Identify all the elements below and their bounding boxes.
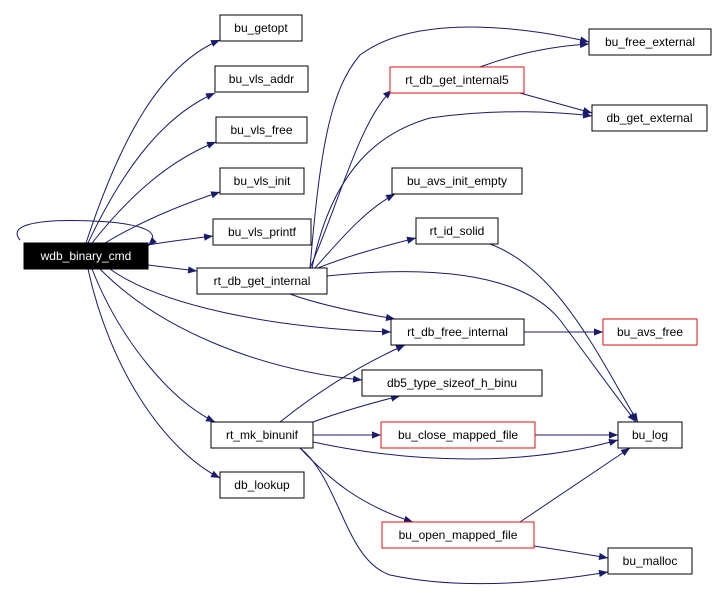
edge-rt_db_get_internal5-to-db_get_external xyxy=(519,92,593,115)
edge-rt_mk_binunif-to-bu_log xyxy=(312,438,619,460)
node-box xyxy=(361,369,543,397)
edge-wdb_binary_cmd-to-db_lookup xyxy=(87,268,221,479)
edge-rt_mk_binunif-to-db5_type_sizeof_h_binu xyxy=(312,394,401,423)
node-box xyxy=(389,66,525,94)
node-box xyxy=(588,28,712,56)
edge-rt_id_solid-to-bu_log xyxy=(489,243,639,423)
node-bu_malloc[interactable]: bu_malloc xyxy=(607,547,693,575)
node-bu_avs_init_empty[interactable]: bu_avs_init_empty xyxy=(391,167,523,195)
edges-layer xyxy=(16,26,639,585)
node-db5_type_sizeof_h_binu[interactable]: db5_type_sizeof_h_binu xyxy=(361,369,543,397)
node-label: rt_db_get_internal xyxy=(214,274,311,288)
edge-rt_db_get_internal-to-rt_db_get_internal5 xyxy=(309,89,393,269)
node-box xyxy=(215,116,308,144)
node-label: bu_malloc xyxy=(623,554,678,568)
node-label: rt_db_get_internal5 xyxy=(405,73,509,87)
node-rt_db_free_internal[interactable]: rt_db_free_internal xyxy=(390,318,525,346)
node-label: bu_open_mapped_file xyxy=(399,528,518,542)
node-rt_id_solid[interactable]: rt_id_solid xyxy=(415,217,499,245)
edge-rt_mk_binunif-to-bu_malloc xyxy=(299,447,609,585)
node-label: rt_mk_binunif xyxy=(226,428,299,442)
node-box xyxy=(219,14,303,42)
edge-rt_db_get_internal-to-bu_free_external xyxy=(309,26,590,269)
node-bu_vls_addr[interactable]: bu_vls_addr xyxy=(214,65,309,93)
node-label: bu_vls_printf xyxy=(228,225,297,239)
node-wdb_binary_cmd[interactable]: wdb_binary_cmd xyxy=(23,242,149,270)
node-box xyxy=(607,547,693,575)
nodes-layer: wdb_binary_cmd bu_getopt bu_vls_addr bu_vls… xyxy=(23,14,712,575)
edge-wdb_binary_cmd-to-bu_getopt xyxy=(85,39,221,244)
node-db_get_external[interactable]: db_get_external xyxy=(591,104,708,132)
edge-rt_db_get_internal-to-rt_db_free_internal xyxy=(289,293,396,322)
node-rt_db_get_internal[interactable]: rt_db_get_internal xyxy=(196,267,328,295)
node-label: bu_free_external xyxy=(605,35,695,49)
node-box xyxy=(196,267,328,295)
edge-wdb_binary_cmd-to-bu_vls_printf xyxy=(147,233,214,246)
node-box xyxy=(591,104,708,132)
node-box xyxy=(23,242,149,270)
node-label: bu_log xyxy=(632,428,668,442)
node-bu_vls_free[interactable]: bu_vls_free xyxy=(215,116,308,144)
node-bu_open_mapped_file[interactable]: bu_open_mapped_file xyxy=(381,521,535,549)
edge-wdb_binary_cmd-to-bu_vls_addr xyxy=(87,92,216,244)
node-box xyxy=(212,218,312,246)
edge-rt_db_get_internal-to-bu_log xyxy=(326,271,637,423)
node-box xyxy=(219,167,305,195)
node-db_lookup[interactable]: db_lookup xyxy=(219,471,305,499)
node-bu_vls_init[interactable]: bu_vls_init xyxy=(219,167,305,195)
node-box xyxy=(214,65,309,93)
node-label: db_lookup xyxy=(234,478,290,492)
node-bu_vls_printf[interactable]: bu_vls_printf xyxy=(212,218,312,246)
node-box xyxy=(390,318,525,346)
node-box xyxy=(415,217,499,245)
node-bu_close_mapped_file[interactable]: bu_close_mapped_file xyxy=(380,421,536,449)
node-box xyxy=(602,318,698,346)
node-label: bu_vls_addr xyxy=(229,72,294,86)
node-bu_getopt[interactable]: bu_getopt xyxy=(219,14,303,42)
node-label: bu_vls_free xyxy=(230,123,292,137)
node-box xyxy=(219,471,305,499)
edge-wdb_binary_cmd-to-rt_mk_binunif xyxy=(91,268,216,423)
edge-wdb_binary_cmd-to-bu_vls_init xyxy=(104,191,221,244)
node-label: rt_id_solid xyxy=(430,224,485,238)
edge-rt_db_get_internal5-to-bu_free_external xyxy=(479,40,590,68)
edge-wdb_binary_cmd-to-db5_type_sizeof_h_binu xyxy=(99,268,363,383)
node-rt_db_get_internal5[interactable]: rt_db_get_internal5 xyxy=(389,66,525,94)
node-label: rt_db_free_internal xyxy=(407,325,508,339)
node-label: db5_type_sizeof_h_binu xyxy=(387,376,517,390)
node-label: bu_getopt xyxy=(234,21,288,35)
node-box xyxy=(380,421,536,449)
edge-wdb_binary_cmd-to-rt_db_get_internal xyxy=(147,264,198,274)
edge-rt_db_get_internal-to-bu_avs_init_empty xyxy=(314,193,396,269)
edge-rt_db_get_internal-to-db_get_external xyxy=(311,111,593,269)
node-label: bu_close_mapped_file xyxy=(398,428,518,442)
edge-bu_open_mapped_file-to-bu_malloc xyxy=(533,545,609,561)
node-box xyxy=(210,421,314,449)
edge-wdb_binary_cmd-to-wdb_binary_cmd xyxy=(16,220,157,247)
node-rt_mk_binunif[interactable]: rt_mk_binunif xyxy=(210,421,314,449)
node-bu_log[interactable]: bu_log xyxy=(617,421,683,449)
node-label: bu_avs_free xyxy=(617,325,683,339)
node-box xyxy=(391,167,523,195)
node-label: bu_avs_init_empty xyxy=(407,174,507,188)
edge-bu_open_mapped_file-to-bu_log xyxy=(519,447,631,523)
node-bu_free_external[interactable]: bu_free_external xyxy=(588,28,712,56)
edge-rt_mk_binunif-to-bu_open_mapped_file xyxy=(299,447,414,523)
node-label: wdb_binary_cmd xyxy=(40,249,132,263)
edge-wdb_binary_cmd-to-bu_vls_free xyxy=(91,141,217,244)
edge-wdb_binary_cmd-to-rt_db_free_internal xyxy=(109,268,392,336)
node-box xyxy=(381,521,535,549)
edge-rt_db_get_internal-to-rt_id_solid xyxy=(317,236,417,269)
node-box xyxy=(617,421,683,449)
edge-rt_mk_binunif-to-rt_db_free_internal xyxy=(279,344,406,423)
node-bu_avs_free[interactable]: bu_avs_free xyxy=(602,318,698,346)
node-label: bu_vls_init xyxy=(234,174,291,188)
node-label: db_get_external xyxy=(606,111,692,125)
